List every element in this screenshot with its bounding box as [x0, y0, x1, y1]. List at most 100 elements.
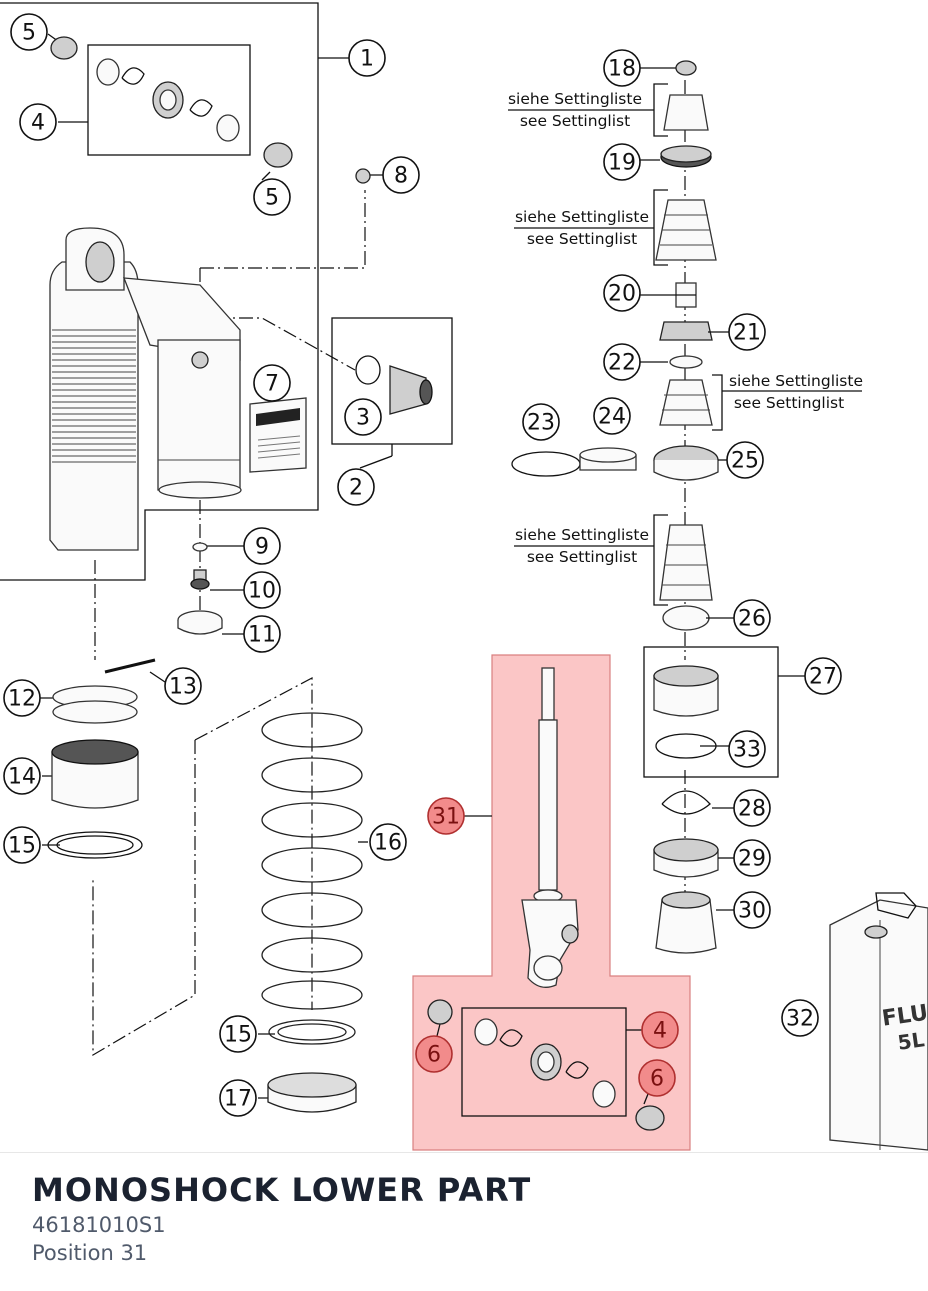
svg-text:18: 18: [608, 57, 636, 82]
bearing-kit-31: [427, 999, 665, 1131]
setting-note-2: siehe Settingliste see Settinglist: [515, 208, 649, 248]
callout-15a[interactable]: 15: [3, 826, 41, 864]
callout-3[interactable]: 3: [344, 398, 382, 436]
svg-text:4: 4: [31, 111, 45, 136]
reservoir-valve-parts: [355, 168, 433, 415]
svg-text:8: 8: [394, 164, 408, 189]
callout-7[interactable]: 7: [253, 364, 291, 402]
exploded-view-svg: siehe Settingliste see Settinglist siehe…: [0, 2, 928, 1151]
callout-14[interactable]: 14: [3, 757, 41, 795]
spring: [261, 712, 363, 1113]
svg-text:5: 5: [265, 186, 279, 211]
svg-text:29: 29: [738, 847, 766, 872]
setting-label-de: siehe Settingliste: [515, 526, 649, 544]
part-title: MONOSHOCK LOWER PART: [32, 1171, 532, 1209]
callout-10[interactable]: 10: [243, 571, 281, 609]
svg-text:1: 1: [360, 47, 374, 72]
bearing-kit-top: [50, 36, 293, 168]
assembly-frame-27: [643, 646, 779, 778]
callout-18[interactable]: 18: [603, 49, 641, 87]
shock-label-sticker: [249, 397, 307, 473]
svg-text:3: 3: [356, 406, 370, 431]
setting-note-top: siehe Settingliste see Settinglist: [508, 90, 642, 130]
callout-2[interactable]: 2: [337, 468, 375, 506]
piston-rod-assembly: [521, 667, 579, 988]
svg-text:23: 23: [527, 411, 555, 436]
fluid-can: FLUI 5L: [829, 892, 928, 1151]
svg-text:17: 17: [224, 1087, 252, 1112]
svg-text:16: 16: [374, 831, 402, 856]
svg-text:26: 26: [738, 607, 766, 632]
svg-text:15: 15: [8, 834, 36, 859]
callout-11[interactable]: 11: [243, 615, 281, 653]
svg-text:19: 19: [608, 151, 636, 176]
svg-text:30: 30: [738, 899, 766, 924]
part-info-footer: MONOSHOCK LOWER PART 46181010S1 Position…: [0, 1152, 928, 1291]
svg-text:11: 11: [248, 623, 276, 648]
callout-15b[interactable]: 15: [219, 1015, 257, 1053]
callout-16[interactable]: 16: [369, 823, 407, 861]
svg-text:20: 20: [608, 282, 636, 307]
callout-28[interactable]: 28: [733, 789, 771, 827]
can-label-line2: 5L: [896, 1027, 926, 1055]
callout-33[interactable]: 33: [728, 730, 766, 768]
setting-note-3: siehe Settingliste see Settinglist: [729, 372, 863, 412]
callout-8[interactable]: 8: [382, 156, 420, 194]
callout-24[interactable]: 24: [593, 397, 631, 435]
svg-text:13: 13: [169, 675, 197, 700]
svg-text:27: 27: [809, 665, 837, 690]
damper-stack-parts: [511, 60, 719, 954]
svg-text:15: 15: [224, 1023, 252, 1048]
callout-26[interactable]: 26: [733, 599, 771, 637]
setting-label-de: siehe Settingliste: [508, 90, 642, 108]
callout-1[interactable]: 1: [348, 39, 386, 77]
svg-text:28: 28: [738, 797, 766, 822]
callout-6a-highlighted[interactable]: 6: [415, 1035, 453, 1073]
callout-22[interactable]: 22: [603, 343, 641, 381]
callout-21[interactable]: 21: [728, 313, 766, 351]
shock-absorber-body: [49, 227, 242, 551]
callout-31-highlighted[interactable]: 31: [427, 797, 465, 835]
callout-9[interactable]: 9: [243, 527, 281, 565]
svg-text:2: 2: [349, 476, 363, 501]
callout-6b-highlighted[interactable]: 6: [638, 1059, 676, 1097]
setting-label-en: see Settinglist: [734, 394, 844, 412]
svg-text:22: 22: [608, 351, 636, 376]
lower-small-parts: [177, 542, 223, 635]
callout-4b-highlighted[interactable]: 4: [641, 1011, 679, 1049]
setting-label-de: siehe Settingliste: [729, 372, 863, 390]
spring-preload-parts: [47, 658, 156, 859]
setting-label-en: see Settinglist: [527, 230, 637, 248]
callout-12[interactable]: 12: [3, 679, 41, 717]
callout-27[interactable]: 27: [804, 657, 842, 695]
callout-23[interactable]: 23: [522, 403, 560, 441]
svg-text:7: 7: [265, 372, 279, 397]
svg-text:5: 5: [22, 21, 36, 46]
setting-brackets: [508, 83, 862, 606]
callout-25[interactable]: 25: [726, 441, 764, 479]
callout-17[interactable]: 17: [219, 1079, 257, 1117]
callout-5b[interactable]: 5: [253, 178, 291, 216]
svg-text:25: 25: [731, 449, 759, 474]
callout-32[interactable]: 32: [781, 999, 819, 1037]
callout-13[interactable]: 13: [164, 667, 202, 705]
callout-4a[interactable]: 4: [19, 103, 57, 141]
svg-text:4: 4: [653, 1019, 667, 1044]
callout-5a[interactable]: 5: [10, 13, 48, 51]
svg-text:6: 6: [650, 1067, 664, 1092]
callout-29[interactable]: 29: [733, 839, 771, 877]
svg-text:32: 32: [786, 1007, 814, 1032]
svg-text:10: 10: [248, 579, 276, 604]
svg-text:9: 9: [255, 535, 269, 560]
part-number: 46181010S1: [32, 1213, 166, 1237]
svg-text:12: 12: [8, 687, 36, 712]
setting-note-4: siehe Settingliste see Settinglist: [515, 526, 649, 566]
svg-text:24: 24: [598, 405, 626, 430]
callout-30[interactable]: 30: [733, 891, 771, 929]
callout-20[interactable]: 20: [603, 274, 641, 312]
svg-text:21: 21: [733, 321, 761, 346]
setting-label-en: see Settinglist: [527, 548, 637, 566]
assembly-frame-1: [0, 2, 319, 581]
callout-19[interactable]: 19: [603, 143, 641, 181]
